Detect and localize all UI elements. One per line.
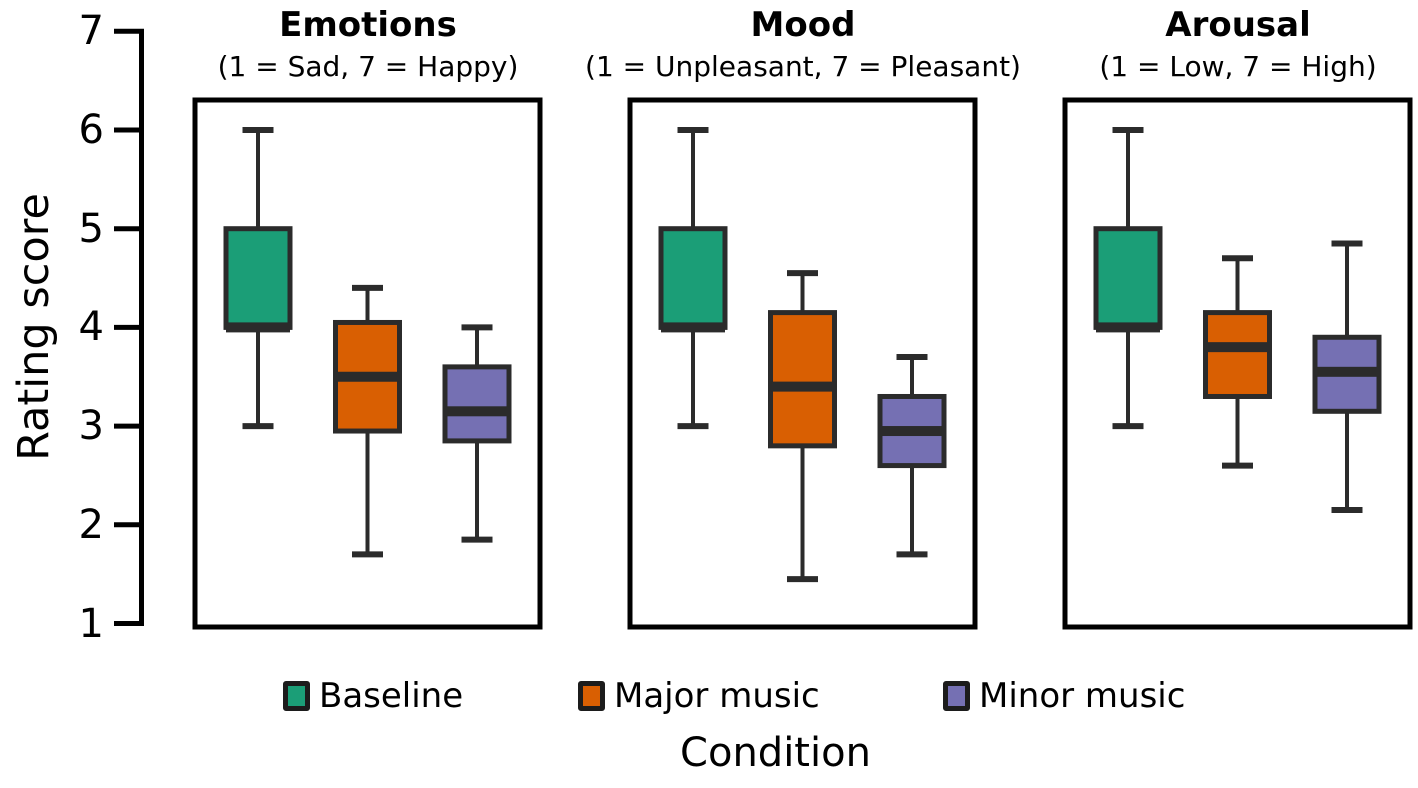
panel-frame-emotions [192, 97, 543, 630]
legend-swatch-minor-music-icon [943, 681, 970, 711]
legend-label-minor-music: Minor music [979, 676, 1186, 716]
y-tick-label-6: 6 [78, 107, 104, 153]
median-baseline-arousal [1096, 322, 1160, 333]
x-axis-title: Condition [680, 730, 871, 776]
legend-label-major-music: Major music [614, 676, 820, 716]
panel-title-arousal: Arousal [1165, 5, 1311, 45]
box-baseline-arousal [1093, 226, 1163, 330]
box-major-music-arousal [1203, 310, 1272, 399]
median-baseline-emotions [226, 322, 290, 333]
y-tick-label-7: 7 [78, 8, 104, 55]
legend-label-baseline: Baseline [319, 676, 464, 716]
box-baseline-mood [658, 226, 728, 330]
panel-title-mood: Mood [750, 5, 856, 45]
median-minor-music-emotions [445, 406, 509, 417]
median-baseline-mood [661, 322, 725, 333]
y-tick-label-1: 1 [78, 600, 104, 647]
y-tick-label-2: 2 [78, 501, 104, 548]
median-major-music-mood [770, 381, 835, 392]
panel-title-emotions: Emotions [279, 5, 457, 45]
panel-frame-mood [627, 97, 978, 630]
y-tick-label-5: 5 [78, 205, 104, 252]
box-baseline-emotions [223, 226, 293, 330]
panel-subtitle-arousal: (1 = Low, 7 = High) [1099, 50, 1377, 83]
median-minor-music-mood [880, 426, 944, 437]
median-minor-music-arousal [1315, 366, 1379, 377]
box-minor-music-emotions [442, 364, 512, 444]
legend-item-baseline: Baseline [283, 674, 463, 718]
legend-swatch-major-music-icon [578, 681, 605, 711]
legend-swatch-baseline-icon [283, 681, 310, 711]
median-major-music-emotions [335, 371, 400, 382]
y-tick-label-3: 3 [78, 403, 104, 450]
panel-subtitle-mood: (1 = Unpleasant, 7 = Pleasant) [585, 50, 1021, 83]
box-major-music-mood [768, 310, 837, 449]
panel-frame-arousal [1062, 97, 1413, 630]
legend-item-minor-music: Minor music [943, 674, 1185, 718]
legend-item-major-music: Major music [578, 674, 820, 718]
panel-subtitle-emotions: (1 = Sad, 7 = Happy) [217, 50, 519, 83]
y-tick-label-4: 4 [78, 304, 104, 351]
median-major-music-arousal [1205, 342, 1270, 353]
